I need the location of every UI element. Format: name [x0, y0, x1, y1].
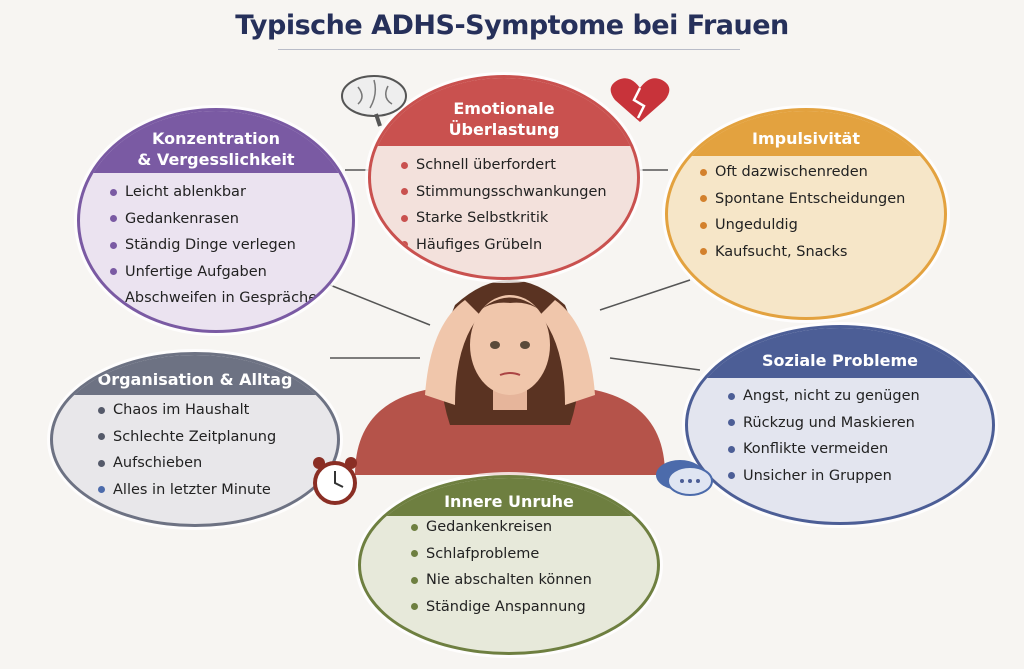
emotional-title-2: Überlastung — [448, 120, 560, 139]
list-item: Ständige Anspannung — [411, 594, 592, 621]
list-item: Nie abschalten können — [411, 567, 592, 594]
emotional-bubble: Emotionale Überlastung Schnell überforde… — [368, 75, 640, 280]
konzentration-title-1: Konzentration — [152, 129, 280, 148]
page-title: Typische ADHS-Symptome bei Frauen — [235, 10, 789, 41]
woman-illustration — [355, 280, 665, 475]
list-item: Alles in letzter Minute — [98, 477, 276, 504]
list-item: Schnell überfordert — [401, 152, 607, 179]
konzentration-title-2: & Vergesslichkeit — [137, 150, 295, 169]
organisation-title: Organisation & Alltag — [53, 355, 337, 395]
list-item: Schlafprobleme — [411, 541, 592, 568]
list-item: Häufiges Grübeln — [401, 232, 607, 259]
unruhe-title: Innere Unruhe — [361, 478, 657, 516]
list-item: Gedankenrasen — [110, 206, 326, 233]
brain-icon — [341, 75, 407, 127]
list-item: Angst, nicht zu genügen — [728, 383, 920, 410]
list-item: Kaufsucht, Snacks — [700, 239, 905, 266]
impuls-bubble: Impulsivität Oft dazwischenreden Spontan… — [665, 108, 947, 320]
list-item: Stimmungsschwankungen — [401, 179, 607, 206]
konzentration-bubble: Konzentration & Vergesslichkeit Leicht a… — [77, 108, 355, 333]
broken-heart-icon — [610, 78, 670, 122]
unruhe-bubble: Innere Unruhe Gedankenkreisen Schlafprob… — [358, 475, 660, 655]
list-item: Rückzug und Maskieren — [728, 410, 920, 437]
list-item: Spontane Entscheidungen — [700, 186, 905, 213]
organisation-bubble: Organisation & Alltag Chaos im Haushalt … — [50, 352, 340, 527]
list-item: Aufschieben — [98, 450, 276, 477]
list-item: Starke Selbstkritik — [401, 205, 607, 232]
list-item: Abschweifen in Gesprächen — [125, 290, 327, 306]
emotional-title-1: Emotionale — [453, 99, 555, 118]
list-item: Leicht ablenkbar — [110, 179, 326, 206]
list-item: Ständig Dinge verlegen — [110, 232, 326, 259]
list-item: Unfertige Aufgaben — [110, 259, 326, 286]
sozial-title: Soziale Probleme — [688, 328, 992, 378]
title-divider — [278, 49, 740, 50]
list-item: Ungeduldig — [700, 212, 905, 239]
speech-bubble-icon — [656, 460, 713, 496]
alarm-clock-icon — [313, 457, 357, 505]
list-item: Konflikte vermeiden — [728, 436, 920, 463]
list-item: Unsicher in Gruppen — [728, 463, 920, 490]
list-item: Gedankenkreisen — [411, 514, 592, 541]
list-item: Oft dazwischenreden — [700, 159, 905, 186]
impuls-title: Impulsivität — [668, 111, 944, 156]
list-item: Schlechte Zeitplanung — [98, 424, 276, 451]
sozial-bubble: Soziale Probleme Angst, nicht zu genügen… — [685, 325, 995, 525]
list-item: Chaos im Haushalt — [98, 397, 276, 424]
